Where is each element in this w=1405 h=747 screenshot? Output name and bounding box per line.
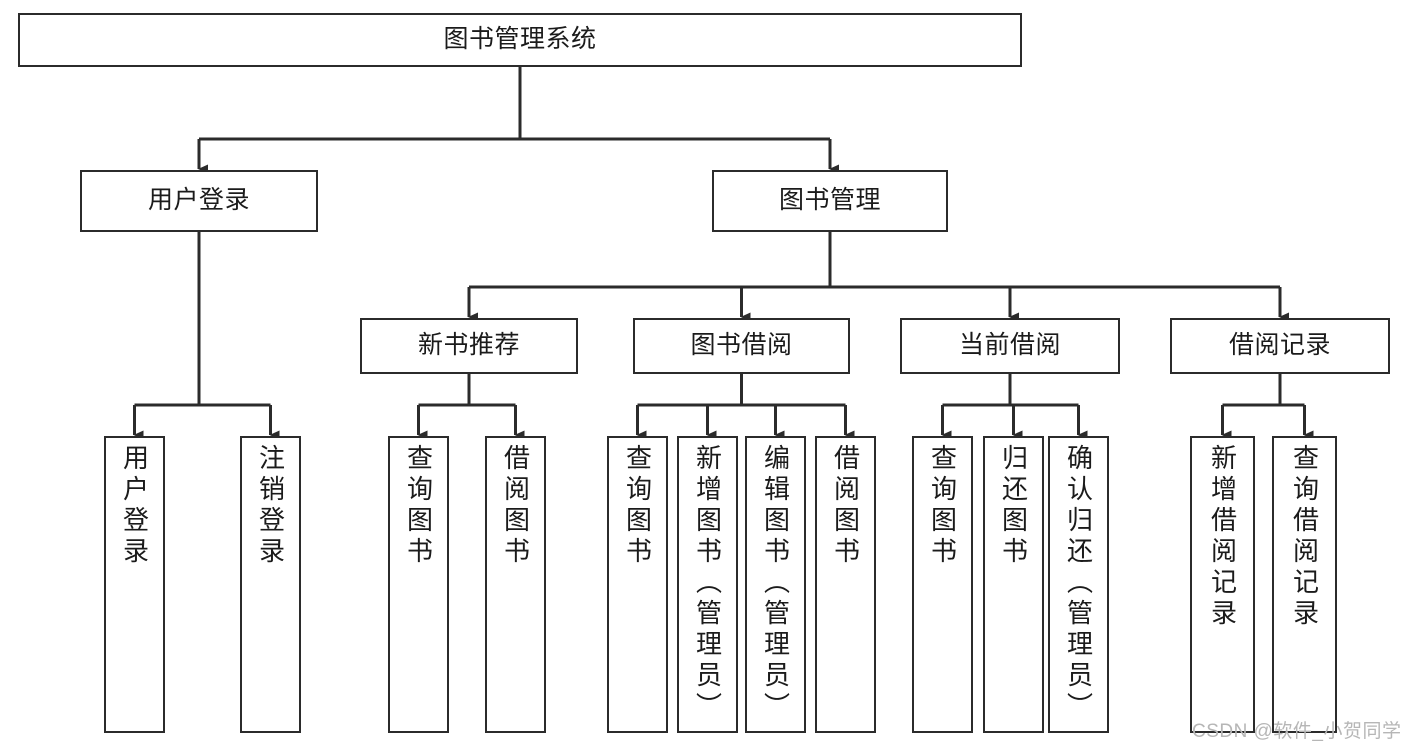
node-root: 图书管理系统 <box>18 13 1022 67</box>
node-label: 用户登录 <box>119 444 150 568</box>
node-leaf-query-book-3: 查询图书 <box>912 436 973 733</box>
node-borrow: 图书借阅 <box>633 318 850 374</box>
node-label: 新增借阅记录 <box>1207 444 1238 630</box>
node-leaf-query-book-2: 查询图书 <box>607 436 668 733</box>
node-label: 查询借阅记录 <box>1289 444 1320 630</box>
node-label: 用户登录 <box>147 186 250 215</box>
node-leaf-add-record: 新增借阅记录 <box>1190 436 1255 733</box>
node-label: 新增图书（管理员） <box>692 444 723 723</box>
node-leaf-return-book: 归还图书 <box>983 436 1044 733</box>
node-current: 当前借阅 <box>900 318 1120 374</box>
node-label: 查询图书 <box>622 444 653 568</box>
node-leaf-user-login: 用户登录 <box>104 436 165 733</box>
node-label: 查询图书 <box>927 444 958 568</box>
node-leaf-query-book-1: 查询图书 <box>388 436 449 733</box>
csdn-watermark: CSDN @软件_小贺同学 <box>1192 721 1402 742</box>
node-leaf-confirm-return: 确认归还（管理员） <box>1048 436 1109 733</box>
node-login: 用户登录 <box>80 170 318 232</box>
node-label: 编辑图书（管理员） <box>760 444 791 723</box>
node-label: 借阅记录 <box>1228 331 1331 360</box>
node-label: 图书管理 <box>778 186 881 215</box>
node-label: 借阅图书 <box>830 444 861 568</box>
node-leaf-add-book: 新增图书（管理员） <box>677 436 738 733</box>
node-label: 注销登录 <box>255 444 286 568</box>
node-label: 图书借阅 <box>690 331 793 360</box>
node-label: 当前借阅 <box>958 331 1061 360</box>
node-leaf-edit-book: 编辑图书（管理员） <box>745 436 806 733</box>
node-label: 归还图书 <box>998 444 1029 568</box>
node-records: 借阅记录 <box>1170 318 1390 374</box>
node-leaf-query-record: 查询借阅记录 <box>1272 436 1337 733</box>
node-label: 图书管理系统 <box>443 25 597 54</box>
node-newbook: 新书推荐 <box>360 318 578 374</box>
node-leaf-logout: 注销登录 <box>240 436 301 733</box>
node-bookmgmt: 图书管理 <box>712 170 948 232</box>
node-label: 确认归还（管理员） <box>1063 444 1094 723</box>
node-leaf-borrow-book-2: 借阅图书 <box>815 436 876 733</box>
node-label: 借阅图书 <box>500 444 531 568</box>
node-label: 新书推荐 <box>417 331 520 360</box>
node-leaf-borrow-book-1: 借阅图书 <box>485 436 546 733</box>
node-label: 查询图书 <box>403 444 434 568</box>
